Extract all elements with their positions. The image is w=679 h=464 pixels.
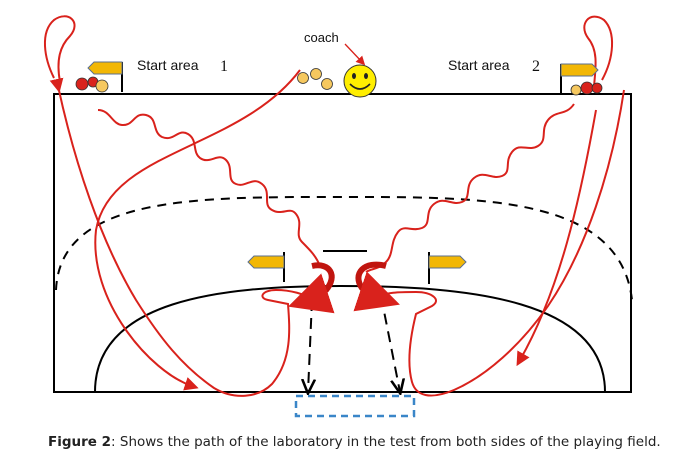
caption-prefix: Figure 2 bbox=[48, 434, 112, 450]
start-flag-1 bbox=[87, 61, 123, 92]
dashed-arrow-left bbox=[308, 299, 312, 392]
coach-smiley-icon bbox=[343, 64, 377, 98]
curved-arrow-left bbox=[288, 262, 335, 314]
balls-coach bbox=[297, 68, 333, 90]
field-boundary bbox=[53, 93, 632, 393]
red-path-left bbox=[43, 15, 321, 397]
start-flag-2 bbox=[560, 63, 599, 94]
balls-start-1 bbox=[75, 76, 109, 93]
center-flag-left bbox=[247, 252, 285, 282]
curved-arrow-right bbox=[353, 261, 400, 312]
target-zone-dashed-box bbox=[294, 394, 416, 418]
coach-pointer-arrow bbox=[344, 43, 366, 66]
start-area-2-label: Start area bbox=[448, 57, 510, 73]
caption-text: : Shows the path of the laboratory in th… bbox=[111, 434, 661, 450]
dashed-arrow-right bbox=[380, 295, 400, 392]
playing-field bbox=[53, 93, 633, 393]
figure-caption: Figure 2: Shows the path of the laborato… bbox=[48, 434, 661, 450]
start-area-1-label: Start area bbox=[137, 57, 199, 73]
start-area-1-number: 1 bbox=[220, 58, 228, 75]
key-area-arc bbox=[94, 284, 606, 393]
red-path-right bbox=[365, 15, 625, 397]
coach-label: coach bbox=[304, 30, 339, 45]
balls-start-2 bbox=[570, 81, 603, 96]
center-flag-right bbox=[428, 252, 467, 284]
three-point-dashed-arc bbox=[55, 195, 633, 301]
start-area-2-number: 2 bbox=[532, 58, 540, 75]
